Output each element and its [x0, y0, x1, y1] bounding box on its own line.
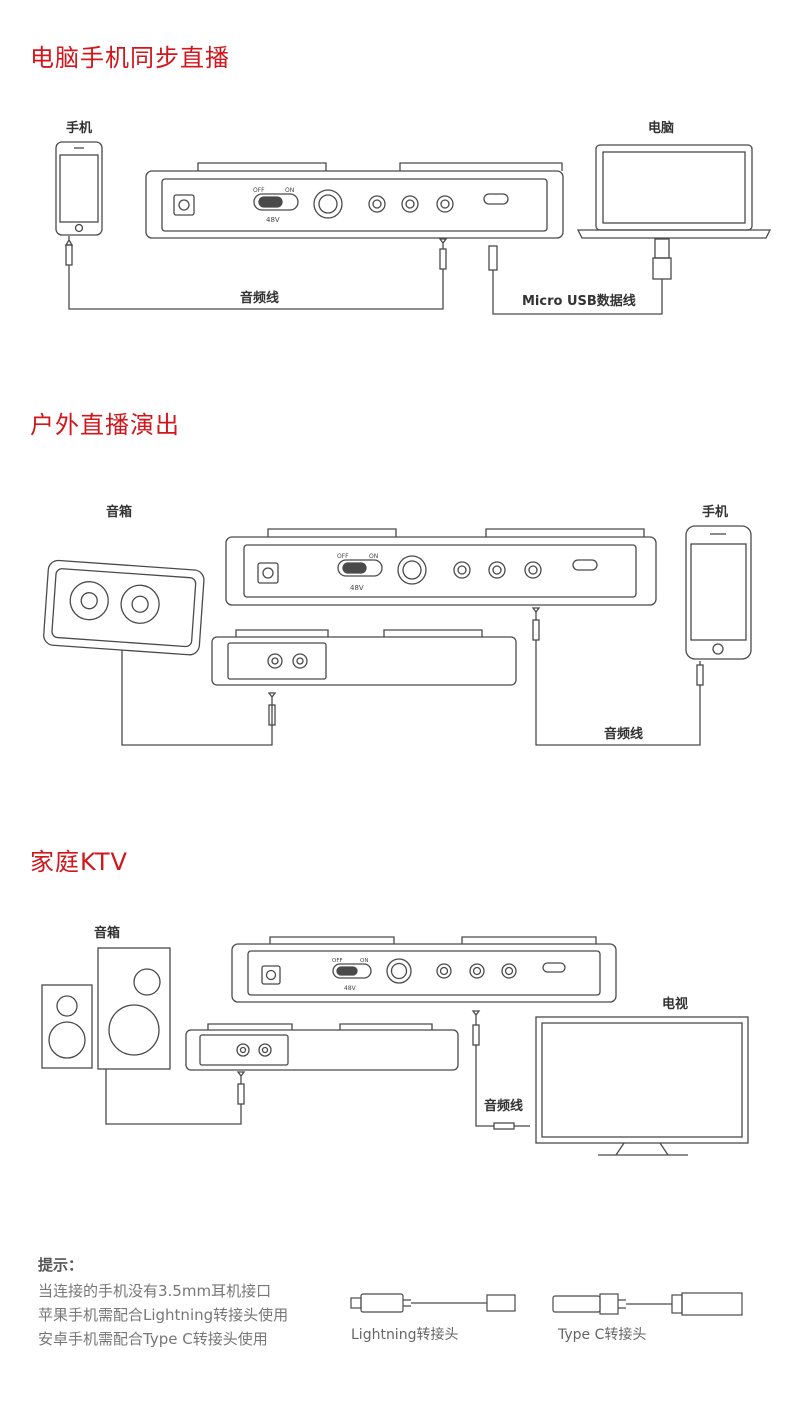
label-phone-2: 手机	[702, 505, 729, 520]
note-line-3: 安卓手机需配合Type C转接头使用	[38, 1330, 268, 1348]
mixer-device-2: OFF ON 48V	[225, 528, 657, 606]
label-typec-adapter: Type C转接头	[558, 1327, 647, 1343]
switch-off-label: OFF	[253, 187, 265, 194]
note-line-2: 苹果手机需配合Lightning转接头使用	[38, 1306, 289, 1324]
mixer-device: OFF ON 48V	[145, 162, 564, 239]
label-usb-cable: Micro USB数据线	[522, 294, 636, 309]
tv-device	[535, 1016, 749, 1156]
phantom-label: 48V	[266, 216, 280, 224]
label-speaker: 音箱	[106, 505, 133, 520]
bookshelf-speakers	[41, 947, 171, 1070]
switch-on-label: ON	[369, 553, 378, 560]
section-title-ktv: 家庭KTV	[30, 848, 128, 876]
section-title-pc-phone: 电脑手机同步直播	[30, 44, 230, 72]
section-title-outdoor: 户外直播演出	[30, 411, 180, 439]
label-audio-cable-3: 音频线	[484, 1099, 524, 1114]
cables-2	[121, 607, 704, 746]
switch-on-label: ON	[360, 958, 368, 964]
label-lightning-adapter: Lightning转接头	[351, 1327, 459, 1343]
notes-title: 提示：	[38, 1256, 84, 1274]
label-audio-cable-2: 音频线	[604, 727, 644, 742]
label-tv: 电视	[662, 997, 689, 1012]
label-phone: 手机	[66, 121, 93, 136]
laptop-device	[576, 144, 772, 239]
phone-device	[55, 141, 103, 236]
phantom-label: 48V	[350, 584, 364, 592]
diagram-pc-phone: OFF ON 48V	[55, 141, 772, 315]
cables-3	[105, 1010, 530, 1130]
mixer-device-back	[211, 629, 517, 686]
switch-off-label: OFF	[332, 958, 343, 964]
label-speaker-3: 音箱	[94, 926, 121, 941]
diagram-ktv: OFF ON 48V	[41, 936, 749, 1156]
typec-adapter-icon	[552, 1292, 743, 1316]
portable-speaker	[43, 559, 205, 656]
lightning-adapter-icon	[350, 1293, 516, 1313]
cables	[64, 236, 672, 315]
label-computer: 电脑	[648, 121, 675, 136]
label-audio-cable: 音频线	[240, 291, 280, 306]
diagram-outdoor: OFF ON 48V	[43, 525, 752, 746]
mixer-device-3: OFF ON 48V	[231, 936, 617, 1003]
phone-device-2	[685, 525, 752, 660]
switch-on-label: ON	[285, 187, 294, 194]
phantom-label: 48V	[344, 985, 357, 992]
mixer-device-back-3	[185, 1023, 459, 1071]
switch-off-label: OFF	[337, 553, 349, 560]
note-line-1: 当连接的手机没有3.5mm耳机接口	[38, 1282, 272, 1300]
